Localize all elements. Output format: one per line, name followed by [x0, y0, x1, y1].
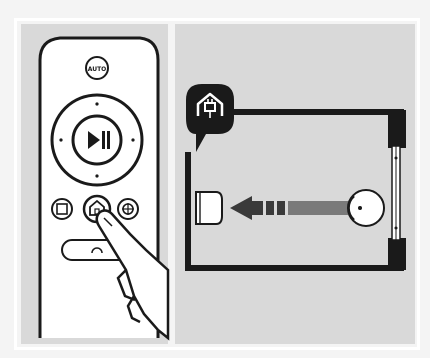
dpad-down-dot — [95, 174, 99, 178]
room-outline — [185, 109, 406, 271]
spot-button[interactable] — [51, 198, 73, 220]
robot-vacuum-icon — [347, 189, 385, 227]
docking-station-icon — [195, 191, 223, 225]
dpad-up-dot — [95, 102, 99, 106]
auto-button[interactable]: AUTO — [85, 56, 109, 80]
return-path-arrow — [230, 196, 348, 220]
frame-border — [14, 18, 420, 350]
home-base-bubble — [186, 84, 234, 152]
dpad-left-dot — [59, 138, 63, 142]
auto-button-label: AUTO — [88, 66, 107, 73]
edge-button[interactable] — [117, 198, 139, 220]
window-frame — [391, 145, 401, 241]
room-panel — [175, 24, 415, 344]
play-pause-icon[interactable] — [88, 131, 110, 149]
pressing-hand — [95, 209, 170, 341]
dpad-right-dot — [131, 138, 135, 142]
